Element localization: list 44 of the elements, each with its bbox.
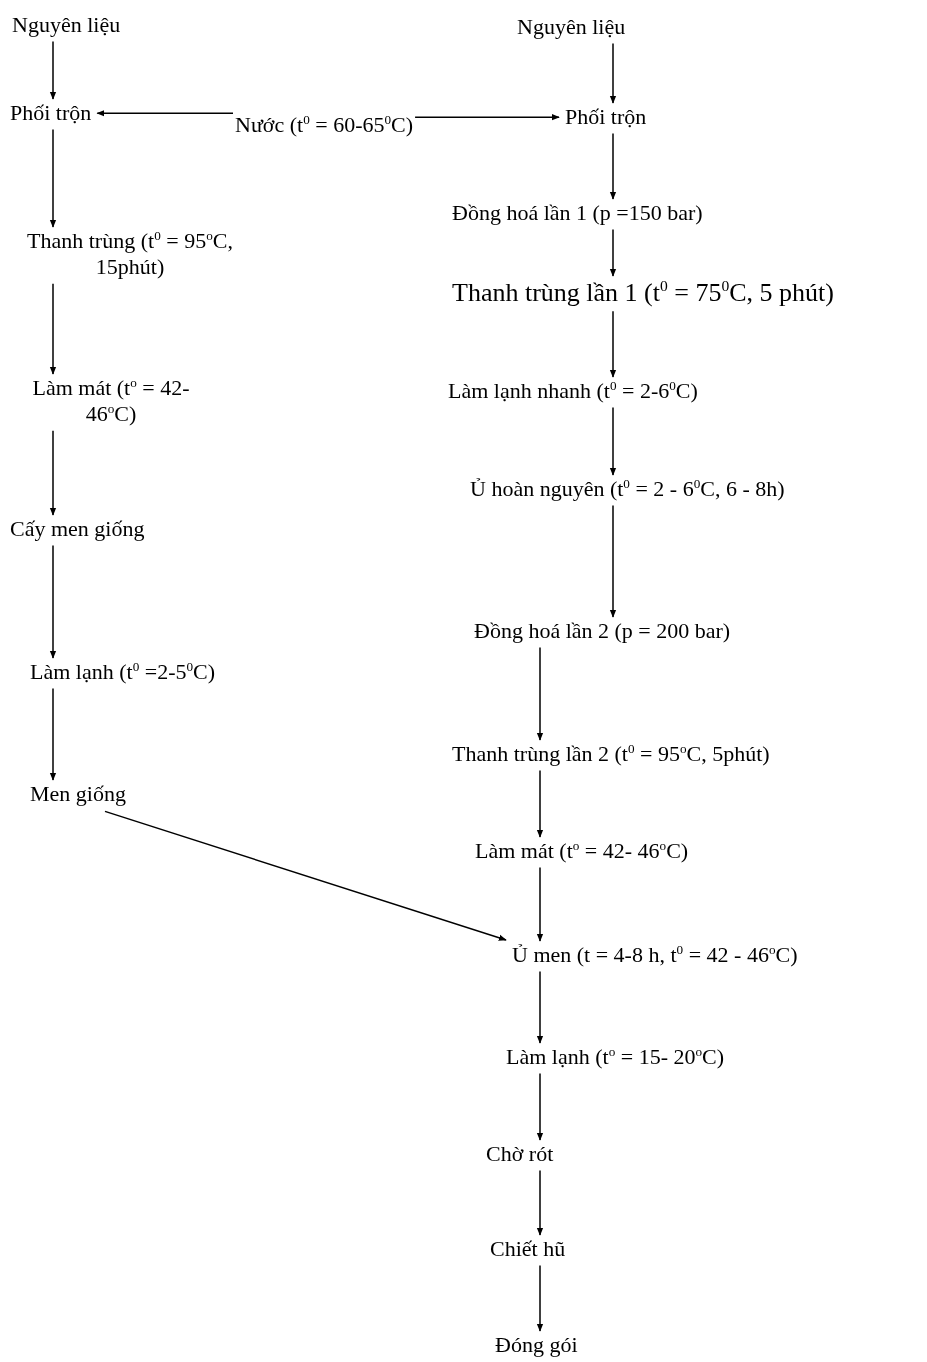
arrow — [609, 406, 617, 476]
arrow — [536, 1072, 544, 1141]
arrow — [49, 40, 57, 100]
arrow — [609, 504, 617, 618]
process-step: Thanh trùng lần 1 (t$^{0}$ = 75$^{0}$C, 5 phút) — [452, 277, 834, 309]
process-step: Ủ men (t = 4-8 h, t$^{0}$ = 42 - 46$^{o}$C) — [512, 942, 798, 969]
process-step: Phối trộn — [565, 104, 647, 131]
arrow — [609, 228, 617, 277]
arrow — [49, 430, 57, 516]
arrow — [104, 810, 507, 941]
process-step: Nguyên liệu — [12, 12, 121, 39]
arrow — [96, 110, 234, 117]
arrow — [414, 114, 560, 121]
arrow — [609, 310, 617, 378]
arrow — [536, 1264, 544, 1332]
process-step: Làm lạnh (t$^{0}$ =2-5$^{0}$C) — [30, 659, 216, 686]
process-step: Thanh trùng lần 2 (t$^{0}$ = 95$^{o}$C, 5phút) — [452, 741, 770, 768]
process-step: Phối trộn — [10, 100, 92, 127]
process-step: Làm lạnh nhanh (t$^{0}$ = 2-6$^{0}$C) — [448, 378, 698, 405]
arrow — [49, 544, 57, 659]
arrow — [49, 283, 57, 375]
process-step: Đóng gói — [495, 1332, 578, 1359]
process-step: Làm mát (t$^{o}$ = 42- 46$^{o}$C) — [16, 375, 206, 428]
process-step: Ủ hoàn nguyên (t$^{0}$ = 2 - 6$^{0}$C, 6 - 8h) — [470, 476, 785, 503]
arrow — [49, 128, 57, 228]
arrow — [536, 769, 544, 838]
process-step: Nguyên liệu — [517, 14, 626, 41]
process-step: Men giống — [30, 781, 126, 808]
arrow — [49, 687, 57, 781]
arrow — [609, 42, 617, 104]
arrow — [609, 132, 617, 200]
process-step: Chờ rót — [486, 1141, 554, 1168]
arrow — [536, 1169, 544, 1236]
process-step: Làm mát (t$^{o}$ = 42- 46$^{o}$C) — [475, 838, 689, 865]
arrow — [536, 646, 544, 741]
process-step: Thanh trùng (t$^{0}$ = 95$^{o}$C, 15phút) — [10, 228, 250, 281]
arrow — [536, 866, 544, 942]
process-step: Cấy men giống — [10, 516, 145, 543]
process-step: Chiết hũ — [490, 1236, 566, 1263]
process-step: Làm lạnh (t$^{o}$ = 15- 20$^{o}$C) — [506, 1044, 725, 1071]
process-step: Nước (t$^{0}$ = 60-65$^{0}$C) — [235, 112, 414, 139]
arrow — [536, 970, 544, 1044]
process-step: Đồng hoá lần 2 (p = 200 bar) — [474, 618, 731, 645]
process-step: Đồng hoá lần 1 (p =150 bar) — [452, 200, 703, 227]
